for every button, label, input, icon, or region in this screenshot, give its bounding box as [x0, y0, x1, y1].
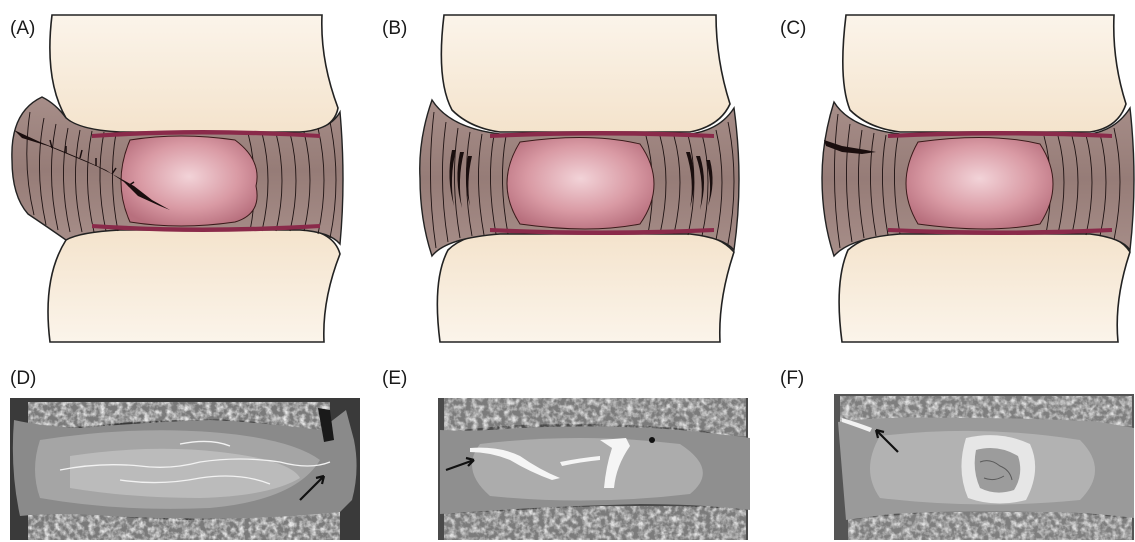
upper-vertebra-c	[843, 15, 1126, 132]
lower-vertebra-b	[437, 232, 734, 342]
histology-section-f	[834, 394, 1134, 540]
disc-illustration-c	[822, 15, 1134, 342]
nucleus-a	[121, 136, 257, 226]
disc-illustration-b	[420, 15, 739, 342]
lower-vertebra-a	[48, 228, 340, 342]
upper-vertebra-a	[50, 15, 338, 134]
disc-illustration-a	[12, 15, 343, 342]
histology-section-d	[10, 398, 360, 540]
histology-section-e	[438, 398, 750, 540]
nucleus-b	[507, 137, 654, 229]
upper-vertebra-b	[441, 15, 730, 132]
lower-vertebra-c	[839, 232, 1130, 342]
nucleus-c	[906, 137, 1053, 229]
